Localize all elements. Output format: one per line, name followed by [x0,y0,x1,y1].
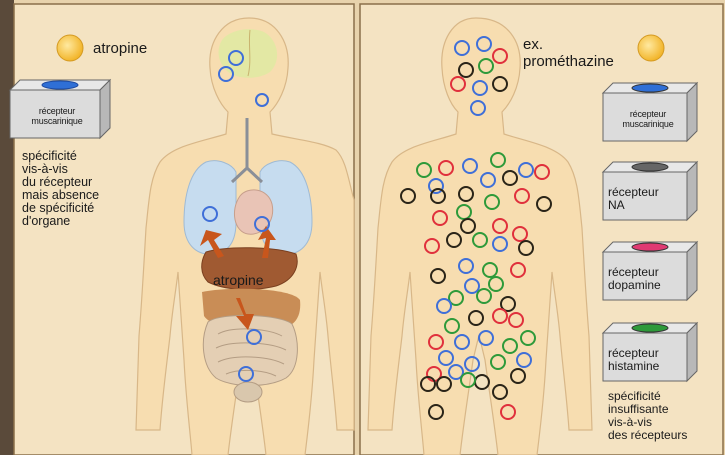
receptor-label-line: NA [608,199,692,212]
receptor-site-icon [632,84,668,92]
receptor-site-icon [632,243,668,251]
right-receptor-label-na: récepteur NA [608,186,692,212]
right-receptor-label-dopamine: récepteur dopamine [608,266,692,292]
left-drug-icon [57,35,83,61]
right-receptor-label-histamine: récepteur histamine [608,347,692,373]
receptor-site-icon [632,163,668,171]
receptor-label-line: histamine [608,360,692,373]
page-edge-shadow [0,0,14,455]
right-drug-label-line: prométhazine [523,53,614,70]
right-receptor-label-muscarinique: récepteur muscarinique [606,109,690,129]
receptor-site-icon [632,324,668,332]
receptor-label-line: dopamine [608,279,692,292]
receptor-label-line: récepteur [606,109,690,119]
right-drug-label: ex. prométhazine [523,36,614,70]
left-receptor-label: récepteur muscarinique [14,106,100,126]
organ-atropine-label: atropine [213,272,264,288]
right-drug-icon [638,35,664,61]
right-description-line: des récepteurs [608,429,723,442]
receptor-label-line: muscarinique [606,119,690,129]
right-description: spécificité insuffisante vis-à-vis des r… [608,390,723,442]
left-description: spécificité vis-à-vis du récepteur mais … [22,150,142,228]
left-description-line: d'organe [22,215,142,228]
left-drug-label: atropine [93,40,147,57]
right-drug-label-line: ex. [523,36,614,53]
